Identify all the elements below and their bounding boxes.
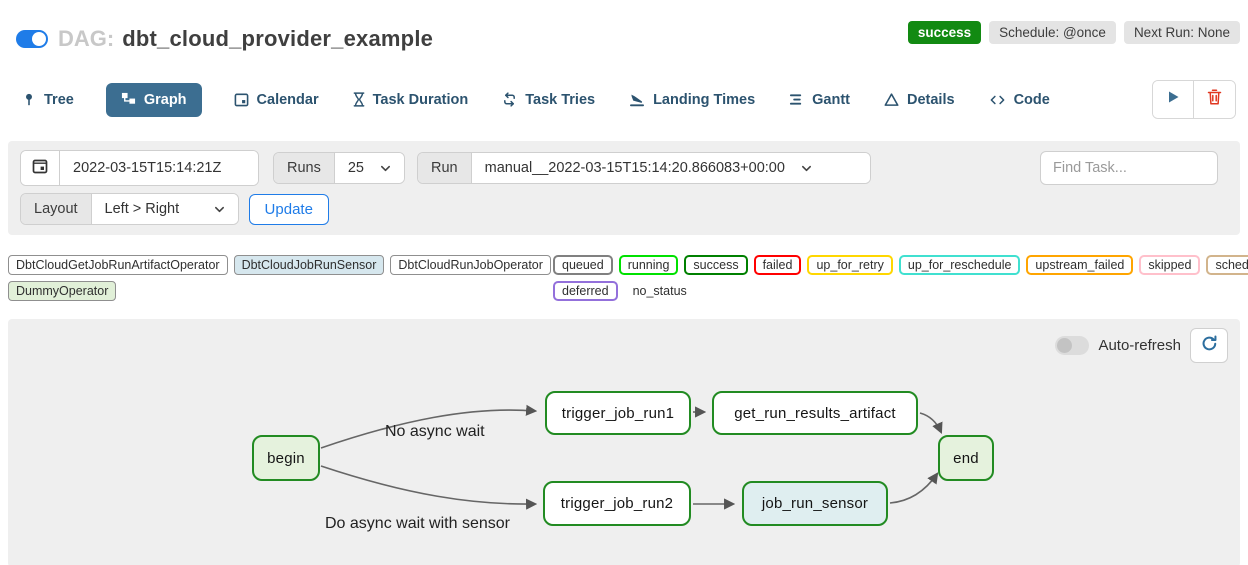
graph-node-trigger_job_run1[interactable]: trigger_job_run1 — [545, 391, 691, 435]
tab-graph[interactable]: Graph — [105, 82, 202, 117]
code-icon — [989, 93, 1006, 107]
num-runs-select[interactable]: 25 — [334, 153, 404, 183]
graph-node-end[interactable]: end — [938, 435, 994, 481]
chevron-down-icon — [380, 163, 391, 174]
operator-badge-dbtcloudjobrunsensor: DbtCloudJobRunSensor — [233, 255, 385, 275]
auto-refresh-label: Auto-refresh — [1098, 337, 1181, 354]
status-badge-deferred: deferred — [553, 281, 618, 301]
tab-task-duration[interactable]: Task Duration — [351, 83, 471, 117]
tab-calendar[interactable]: Calendar — [232, 83, 321, 117]
status-badge-no_status: no_status — [632, 284, 687, 298]
trash-icon — [1207, 89, 1222, 110]
status-badge-upstream_failed: upstream_failed — [1026, 255, 1134, 275]
refresh-button[interactable] — [1190, 328, 1228, 363]
status-badge-running: running — [618, 255, 679, 275]
status-badge-queued: queued — [553, 255, 613, 275]
layout-select-value: Left > Right — [104, 201, 180, 217]
find-task-input[interactable] — [1040, 151, 1218, 185]
next-run-badge: Next Run: None — [1123, 21, 1240, 44]
dag-action-group — [1152, 80, 1236, 119]
status-badge-up_for_reschedule: up_for_reschedule — [898, 255, 1021, 275]
tab-gantt[interactable]: Gantt — [787, 83, 852, 117]
play-icon — [1166, 90, 1180, 109]
view-tabbar: Tree Graph Calendar Task Duration Task Tries… — [0, 80, 1248, 119]
tab-details[interactable]: Details — [882, 83, 957, 117]
status-badge-failed: failed — [753, 255, 802, 275]
update-button[interactable]: Update — [248, 193, 329, 225]
gantt-icon — [789, 92, 804, 107]
refresh-icon — [1201, 334, 1218, 357]
filter-panel: 2022-03-15T15:14:21Z Runs 25 Run manual_… — [8, 141, 1240, 235]
tab-label: Task Tries — [525, 91, 596, 108]
dag-edges — [320, 404, 943, 510]
tab-label: Tree — [44, 91, 74, 108]
layout-select[interactable]: Left > Right — [91, 194, 238, 224]
calendar-icon — [234, 92, 249, 107]
tab-label: Landing Times — [653, 91, 756, 108]
status-badge-skipped: skipped — [1139, 255, 1201, 275]
tab-task-tries[interactable]: Task Tries — [500, 83, 597, 117]
tab-code[interactable]: Code — [987, 83, 1052, 117]
graph-node-job_run_sensor[interactable]: job_run_sensor — [742, 481, 888, 526]
layout-label: Layout — [21, 194, 92, 224]
run-select[interactable]: manual__2022-03-15T15:14:20.866083+00:00 — [471, 153, 870, 183]
delete-dag-button[interactable] — [1193, 81, 1235, 118]
schedule-badge: Schedule: @once — [989, 21, 1116, 44]
edge-begin-trigger_job_run2 — [320, 465, 538, 510]
dag-prefix-label: DAG: — [58, 26, 115, 51]
triangle-icon — [884, 92, 899, 107]
graph-node-begin[interactable]: begin — [252, 435, 320, 481]
tree-icon — [22, 92, 36, 107]
date-picker-button[interactable] — [21, 151, 60, 185]
status-badge: success — [907, 21, 982, 44]
tab-landing-times[interactable]: Landing Times — [627, 83, 757, 117]
run-label: Run — [418, 153, 472, 183]
chevron-down-icon — [214, 204, 225, 215]
graph-icon — [121, 92, 136, 107]
run-select-value: manual__2022-03-15T15:14:20.866083+00:00 — [484, 160, 785, 176]
hourglass-icon — [353, 92, 365, 107]
tab-label: Calendar — [256, 91, 319, 108]
dag-pause-toggle[interactable] — [16, 30, 48, 48]
graph-node-get_run_results_artifact[interactable]: get_run_results_artifact — [712, 391, 918, 435]
tab-label: Graph — [143, 91, 187, 108]
edge-job_run_sensor-end — [889, 472, 939, 504]
tab-label: Details — [907, 91, 955, 108]
base-date-input[interactable]: 2022-03-15T15:14:21Z — [60, 151, 258, 185]
num-runs-value: 25 — [347, 160, 364, 176]
tab-label: Code — [1013, 91, 1050, 108]
operator-badge-dummyoperator: DummyOperator — [8, 281, 117, 301]
repeat-icon — [502, 92, 517, 107]
calendar-icon — [32, 158, 48, 178]
status-badge-up_for_retry: up_for_retry — [807, 255, 893, 275]
dag-header: DAG: dbt_cloud_provider_example success … — [0, 0, 1248, 52]
graph-node-trigger_job_run2[interactable]: trigger_job_run2 — [543, 481, 691, 526]
tab-label: Gantt — [812, 91, 850, 108]
edge-label: Do async wait with sensor — [325, 515, 510, 532]
graph-panel: Auto-refresh begin trigger_job_run1 get_ru… — [8, 319, 1240, 565]
auto-refresh-toggle[interactable] — [1055, 336, 1090, 355]
tab-tree[interactable]: Tree — [20, 83, 76, 117]
edge-begin-trigger_job_run1 — [320, 404, 538, 449]
operator-badge-dbtcloudrunjoboperator: DbtCloudRunJobOperator — [390, 255, 551, 275]
status-badge-success: success — [684, 255, 748, 275]
page-title: dbt_cloud_provider_example — [122, 26, 434, 51]
status-badge-scheduled: scheduled — [1206, 255, 1248, 275]
tab-label: Task Duration — [372, 91, 469, 108]
runs-label: Runs — [274, 153, 335, 183]
landing-icon — [629, 92, 645, 107]
operator-badge-dbtcloudgetjobrunartifactoperator: DbtCloudGetJobRunArtifactOperator — [8, 255, 228, 275]
edge-get_run_results_artifact-end — [919, 412, 943, 435]
edge-label: No async wait — [385, 423, 485, 440]
chevron-down-icon — [801, 163, 812, 174]
trigger-dag-button[interactable] — [1153, 81, 1193, 118]
